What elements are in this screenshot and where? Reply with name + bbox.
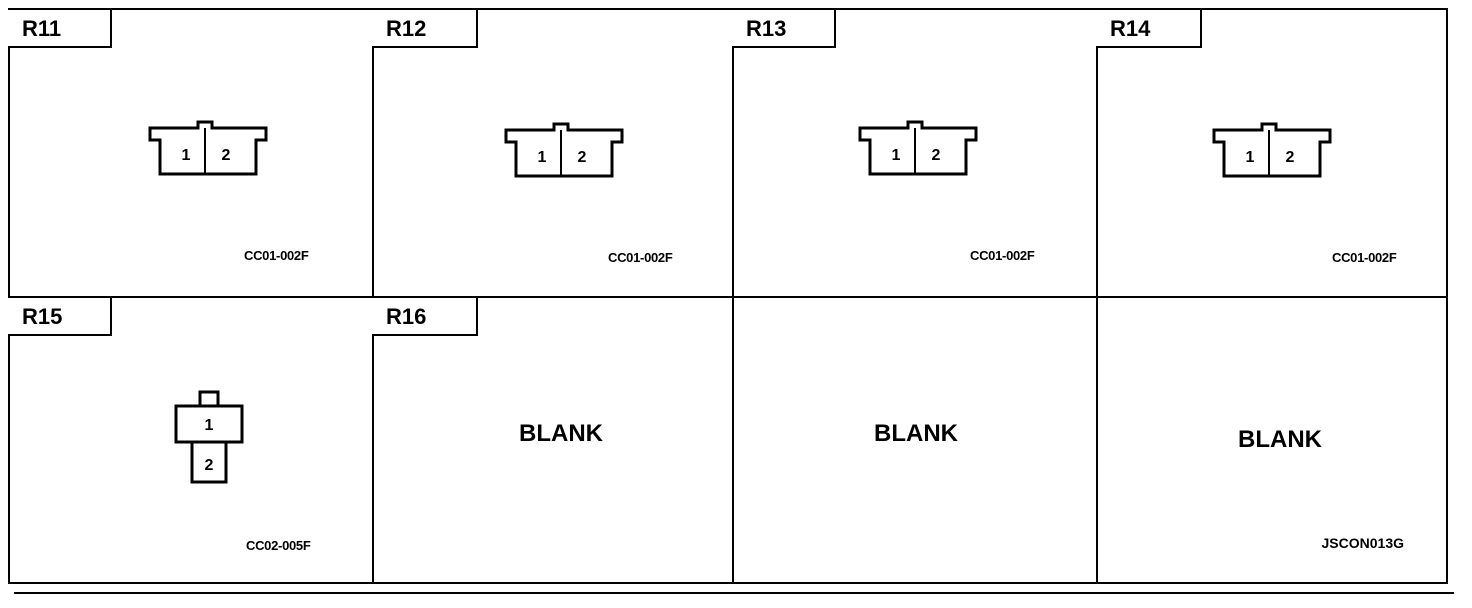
connector-cell-r12: R12 1 2 CC01-002F [372,8,732,296]
pin-2-label: 2 [932,147,941,164]
connector-cell-r14: R14 1 2 CC01-002F [1096,8,1448,296]
pin-1-label: 1 [892,147,901,164]
pin-1-label: 1 [538,149,547,166]
pin-2-label: 2 [222,147,231,164]
connector-part-code: CC01-002F [244,248,309,263]
connector-tag: R11 [8,8,112,48]
connector-cell-blank: BLANK [1098,298,1448,584]
two-pin-vertical-connector-diagram: 1 2 [172,390,246,490]
bottom-rule [14,592,1454,594]
connector-part-code: CC01-002F [970,248,1035,263]
connector-tag: R12 [372,8,478,48]
connector-tag: R13 [732,8,836,48]
pin-2-label: 2 [205,457,214,474]
blank-label: BLANK [519,420,603,447]
connector-part-code: CC01-002F [1332,250,1397,265]
connector-cell-r13: R13 1 2 CC01-002F [732,8,1096,296]
blank-label: BLANK [874,420,958,447]
connector-part-code: CC01-002F [608,250,673,265]
two-pin-connector-diagram: 1 2 [504,120,624,180]
two-pin-connector-diagram: 1 2 [1212,120,1332,180]
connector-tag: R16 [372,296,478,336]
grid-divider [10,296,1448,298]
document-code: JSCON013G [1321,535,1404,551]
pin-1-label: 1 [1246,149,1255,166]
pin-1-label: 1 [182,147,191,164]
connector-cell-r11: R11 1 2 CC01-002F [8,8,372,296]
pin-2-label: 2 [578,149,587,166]
two-pin-connector-diagram: 1 2 [858,118,978,178]
blank-label: BLANK [1238,426,1322,453]
connector-cell-blank: BLANK [734,298,1096,584]
pin-1-label: 1 [205,417,214,434]
connector-sheet: R11 1 2 CC01-002F R12 1 2 CC01-002F R13 [8,8,1448,584]
two-pin-connector-diagram: 1 2 [148,118,268,178]
connector-part-code: CC02-005F [246,538,311,553]
connector-tag: R15 [8,296,112,336]
connector-cell-r16: R16 BLANK [372,296,732,584]
pin-2-label: 2 [1286,149,1295,166]
connector-tag: R14 [1096,8,1202,48]
connector-cell-r15: R15 1 2 CC02-005F [8,296,372,584]
